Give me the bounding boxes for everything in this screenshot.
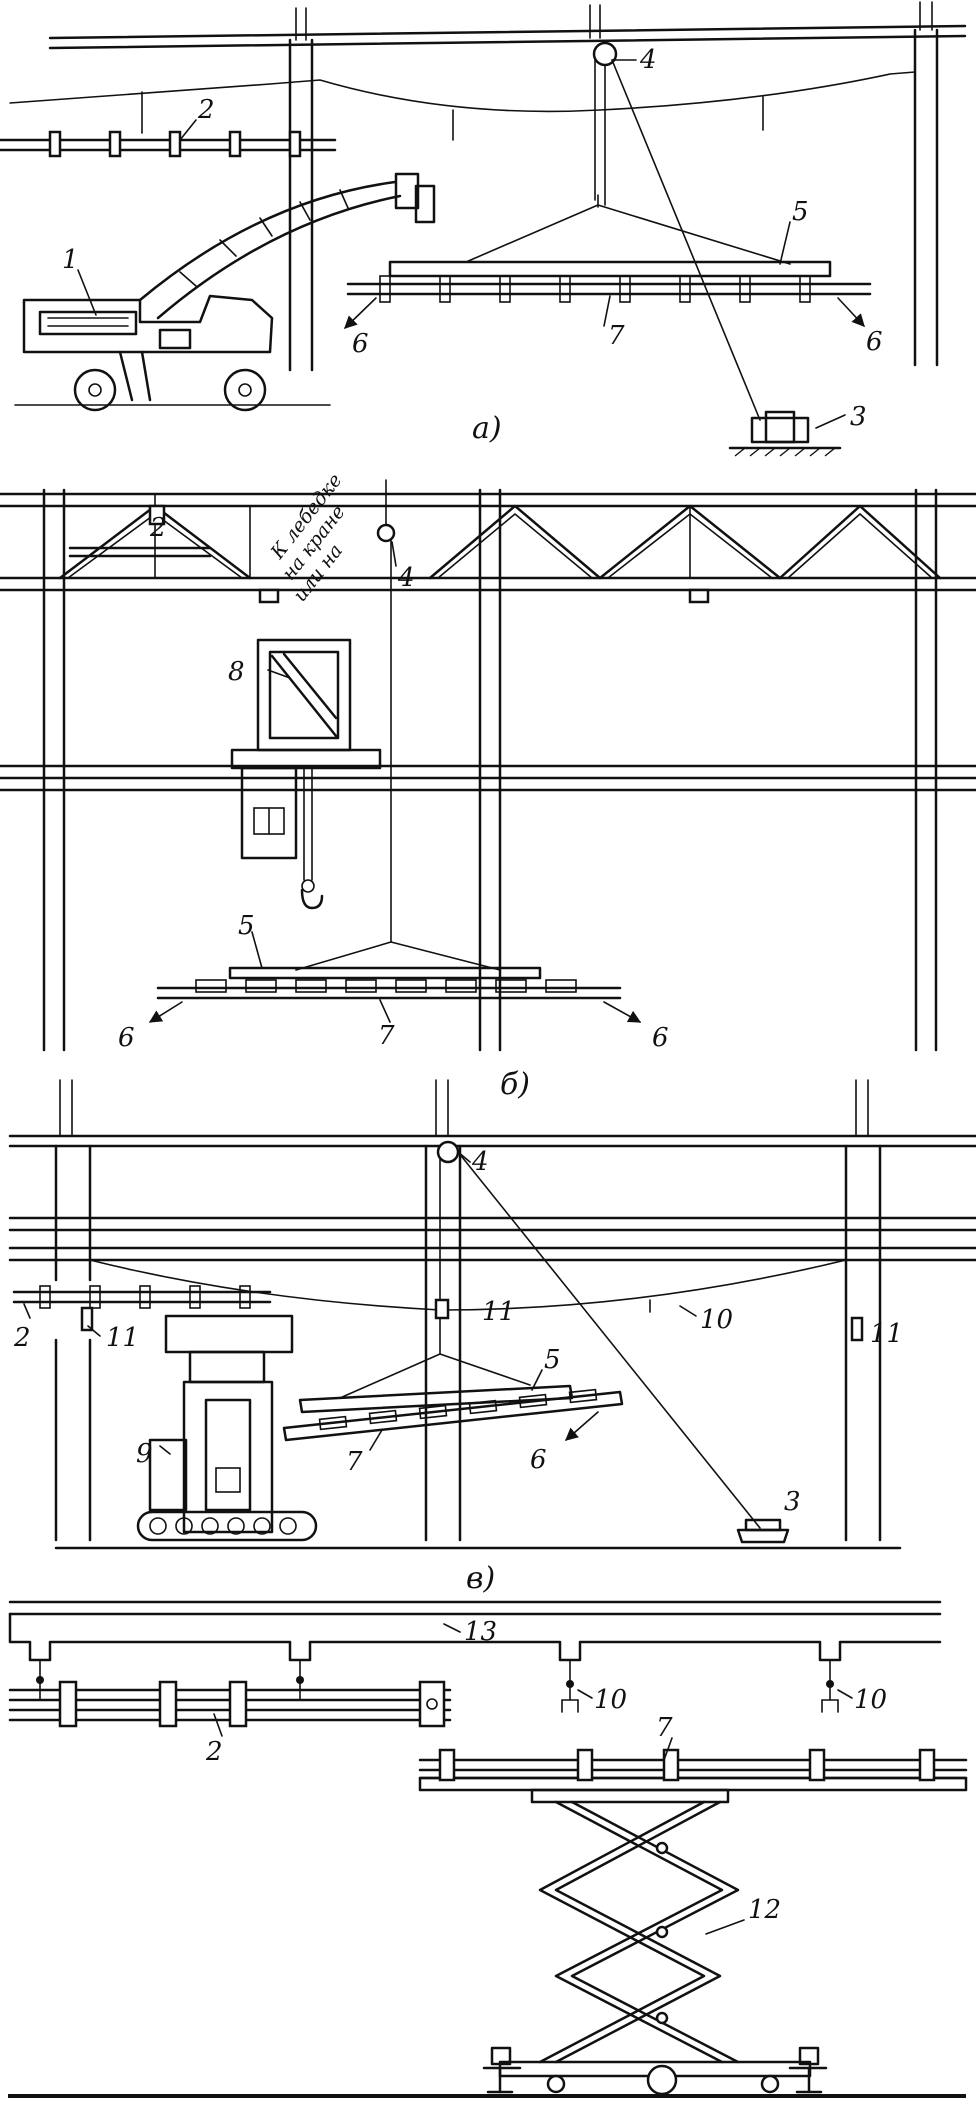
mounted-pipe-section (68, 546, 212, 558)
callout-label: 10 (854, 1685, 887, 1715)
self-propelled-lift (136, 1314, 318, 1542)
panel-caption: а) (472, 411, 502, 446)
callout-label: 6 (352, 329, 369, 359)
callout-label: 2 (197, 95, 215, 125)
callout-label: 7 (608, 321, 625, 351)
panel-caption: в) (466, 1561, 495, 1596)
callout-label: 11 (106, 1323, 139, 1353)
callout-label: 11 (870, 1319, 903, 1349)
callout-label: 7 (378, 1021, 395, 1051)
mounted-pipe-section (8, 1680, 452, 1728)
mounted-pipe-section (0, 130, 337, 158)
callout-label: 10 (594, 1685, 627, 1715)
callout-label: 12 (748, 1895, 781, 1925)
callout-label: 3 (850, 402, 867, 432)
pulley-block (592, 41, 761, 421)
column (288, 7, 314, 372)
panel-v: 2 3 4 5 6 7 9 10 11 11 11 в) (8, 1079, 976, 1596)
panel-a: 1 2 3 4 5 6 6 7 а) (0, 1, 967, 457)
pipe-block (282, 1384, 624, 1442)
winch (736, 1518, 790, 1544)
callout-label: 7 (656, 1713, 673, 1743)
pipe-block (346, 260, 872, 303)
callout-label: 1 (62, 245, 79, 275)
callout-label: 4 (639, 45, 657, 75)
overhead-crane (230, 638, 382, 910)
callout-label: 2 (205, 1737, 223, 1767)
panel-b: К лебедке на кране или на (0, 470, 976, 1102)
callout-label: 6 (530, 1445, 547, 1475)
panel-caption: б) (500, 1067, 530, 1102)
column (913, 1, 939, 367)
callout-label: 6 (866, 327, 883, 357)
callout-label: 4 (397, 563, 415, 593)
mounted-pipe-section (12, 1285, 272, 1309)
callout-label: 5 (792, 197, 809, 227)
callout-label: 8 (228, 657, 245, 687)
pipe-block (418, 1748, 968, 1792)
callout-label: 9 (136, 1439, 153, 1469)
callout-label: 5 (238, 911, 255, 941)
callout-label: 6 (118, 1023, 135, 1053)
truck-crane (22, 172, 436, 412)
callout-label: 7 (346, 1447, 363, 1477)
callout-label: 4 (471, 1147, 489, 1177)
callout-label: 3 (784, 1487, 801, 1517)
callout-label: 5 (544, 1345, 561, 1375)
callout-label: 13 (464, 1617, 497, 1647)
pipe-block (156, 966, 622, 1000)
callout-label: 11 (482, 1297, 515, 1327)
scissor-lift (482, 1788, 828, 2096)
callout-label: 10 (700, 1305, 733, 1335)
callout-label: 6 (652, 1023, 669, 1053)
callout-label: 2 (149, 513, 167, 543)
callout-label: 2 (13, 1323, 31, 1353)
winch (728, 410, 842, 457)
panel-g: 2 7 10 10 12 13 (8, 1600, 968, 2098)
